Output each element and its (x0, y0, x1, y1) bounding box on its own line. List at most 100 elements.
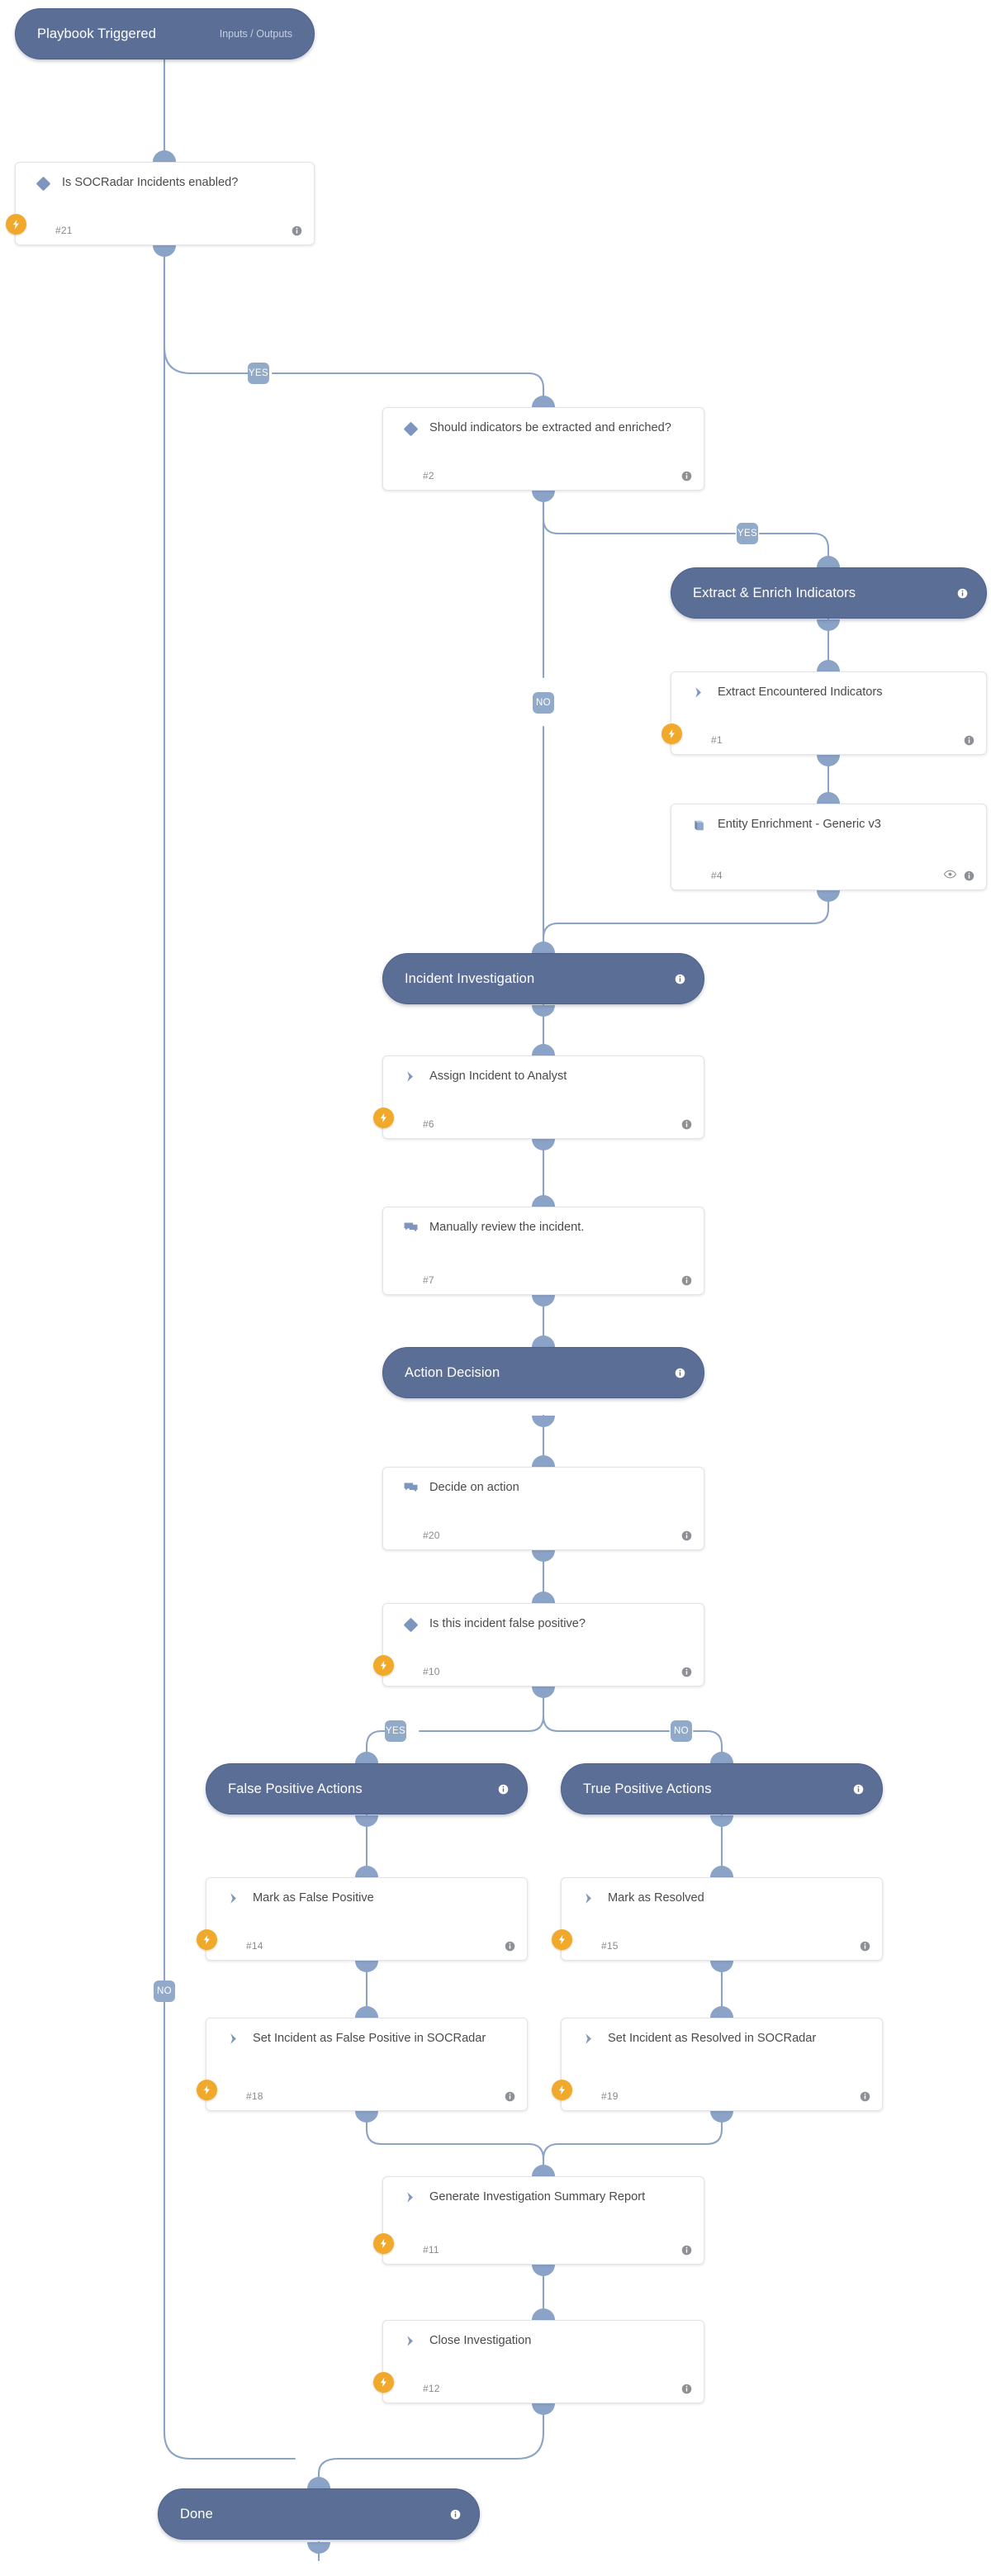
task-number: #10 (423, 1666, 440, 1677)
info-icon[interactable] (681, 1667, 692, 1677)
info-icon[interactable] (681, 1530, 692, 1541)
task-card-entity-enrichment-generic-v3[interactable]: Entity Enrichment - Generic v3 #4 (671, 804, 987, 890)
section-true-positive-actions[interactable]: True Positive Actions (561, 1763, 883, 1815)
info-icon[interactable] (681, 2384, 692, 2394)
branch-label-yes-socradar: YES (248, 363, 269, 384)
section-title: Incident Investigation (405, 970, 535, 986)
info-icon[interactable] (860, 1941, 870, 1952)
command-chevron-icon (398, 2189, 423, 2204)
branch-label-no-socradar-disabled: NO (154, 1981, 175, 2002)
automation-lightning-badge (373, 2233, 394, 2254)
info-icon[interactable] (505, 1941, 515, 1952)
info-icon[interactable] (681, 1275, 692, 1286)
manual-task-bubble-icon (398, 1220, 423, 1235)
task-number: #2 (423, 470, 434, 482)
task-number: #20 (423, 1530, 440, 1541)
task-number: #6 (423, 1118, 434, 1130)
task-title: Should indicators be extracted and enric… (429, 421, 671, 434)
automation-lightning-badge (661, 723, 682, 744)
task-number: #14 (246, 1940, 263, 1952)
task-title: Mark as False Positive (253, 1891, 374, 1905)
section-title: True Positive Actions (583, 1781, 712, 1796)
task-title: Assign Incident to Analyst (429, 1070, 567, 1083)
eye-icon[interactable] (943, 868, 957, 883)
info-icon[interactable] (498, 1784, 509, 1795)
task-title: Extract Encountered Indicators (718, 686, 883, 699)
task-title: Manually review the incident. (429, 1221, 585, 1234)
manual-task-bubble-icon (398, 1480, 423, 1495)
task-card-mark-as-false-positive[interactable]: Mark as False Positive #14 (197, 1877, 528, 1961)
task-card-assign-incident-to-analyst[interactable]: Assign Incident to Analyst #6 (373, 1056, 704, 1139)
condition-diamond-icon (398, 1616, 423, 1633)
task-card-is-this-incident-false-positive[interactable]: Is this incident false positive? #10 (373, 1603, 704, 1686)
task-number: #4 (711, 870, 723, 881)
info-icon[interactable] (675, 1368, 685, 1378)
info-icon[interactable] (860, 2091, 870, 2102)
info-icon[interactable] (675, 974, 685, 984)
task-title: Entity Enrichment - Generic v3 (718, 818, 881, 831)
task-card-decide-on-action[interactable]: Decide on action #20 (382, 1467, 704, 1550)
automation-lightning-badge (552, 1929, 572, 1950)
command-chevron-icon (221, 2031, 246, 2046)
info-icon[interactable] (681, 1119, 692, 1130)
command-chevron-icon (686, 685, 711, 700)
task-title: Generate Investigation Summary Report (429, 2190, 646, 2204)
task-number: #12 (423, 2383, 440, 2394)
task-title: Decide on action (429, 1481, 519, 1494)
info-icon[interactable] (681, 471, 692, 482)
task-title: Is SOCRadar Incidents enabled? (62, 176, 239, 189)
info-icon[interactable] (681, 2245, 692, 2256)
command-chevron-icon (221, 1890, 246, 1905)
info-icon[interactable] (505, 2091, 515, 2102)
task-card-extract-encountered-indicators[interactable]: Extract Encountered Indicators #1 (661, 671, 987, 755)
task-card-set-incident-as-false-positive-in-socradar[interactable]: Set Incident as False Positive in SOCRad… (197, 2018, 528, 2111)
section-extract-and-enrich-indicators[interactable]: Extract & Enrich Indicators (671, 567, 987, 619)
section-done[interactable]: Done (158, 2488, 480, 2540)
task-number: #15 (601, 1940, 619, 1952)
info-icon[interactable] (964, 735, 974, 746)
section-title: False Positive Actions (228, 1781, 363, 1796)
info-icon[interactable] (292, 225, 302, 236)
task-card-should-indicators-be-extracted[interactable]: Should indicators be extracted and enric… (382, 407, 704, 491)
branch-label-yes-false-positive: YES (385, 1720, 406, 1742)
task-number: #1 (711, 734, 723, 746)
task-title: Set Incident as False Positive in SOCRad… (253, 2032, 486, 2045)
info-icon[interactable] (964, 871, 974, 881)
condition-diamond-icon (31, 175, 55, 192)
section-incident-investigation[interactable]: Incident Investigation (382, 953, 704, 1004)
task-card-close-investigation[interactable]: Close Investigation #12 (373, 2320, 704, 2403)
info-icon[interactable] (853, 1784, 864, 1795)
section-title: Playbook Triggered (37, 26, 156, 41)
task-card-manually-review-the-incident[interactable]: Manually review the incident. #7 (382, 1207, 704, 1295)
sub-playbook-book-icon (686, 817, 711, 833)
automation-lightning-badge (197, 2080, 217, 2100)
automation-lightning-badge (197, 1929, 217, 1950)
automation-lightning-badge (552, 2080, 572, 2100)
inputs-outputs-link[interactable]: Inputs / Outputs (219, 28, 292, 40)
task-number: #18 (246, 2090, 263, 2102)
section-title: Action Decision (405, 1364, 500, 1380)
info-icon[interactable] (450, 2509, 461, 2520)
task-title: Is this incident false positive? (429, 1617, 586, 1630)
task-title: Set Incident as Resolved in SOCRadar (608, 2032, 817, 2045)
task-card-set-incident-as-resolved-in-socradar[interactable]: Set Incident as Resolved in SOCRadar #19 (552, 2018, 883, 2111)
condition-diamond-icon (398, 420, 423, 437)
info-icon[interactable] (957, 588, 968, 599)
section-playbook-triggered[interactable]: Playbook Triggered Inputs / Outputs (15, 8, 315, 59)
automation-lightning-badge (6, 214, 26, 235)
task-title: Close Investigation (429, 2334, 532, 2347)
task-number: #11 (423, 2244, 439, 2256)
task-card-mark-as-resolved[interactable]: Mark as Resolved #15 (552, 1877, 883, 1961)
branch-label-no-extract: NO (533, 692, 554, 714)
automation-lightning-badge (373, 1655, 394, 1676)
task-title: Mark as Resolved (608, 1891, 704, 1905)
section-title: Done (180, 2506, 213, 2521)
task-card-generate-investigation-summary-report[interactable]: Generate Investigation Summary Report #1… (373, 2176, 704, 2265)
task-number: #19 (601, 2090, 619, 2102)
command-chevron-icon (576, 1890, 601, 1905)
section-false-positive-actions[interactable]: False Positive Actions (206, 1763, 528, 1815)
task-card-is-socradar-incidents-enabled[interactable]: Is SOCRadar Incidents enabled? #21 (6, 162, 315, 245)
section-action-decision[interactable]: Action Decision (382, 1347, 704, 1398)
